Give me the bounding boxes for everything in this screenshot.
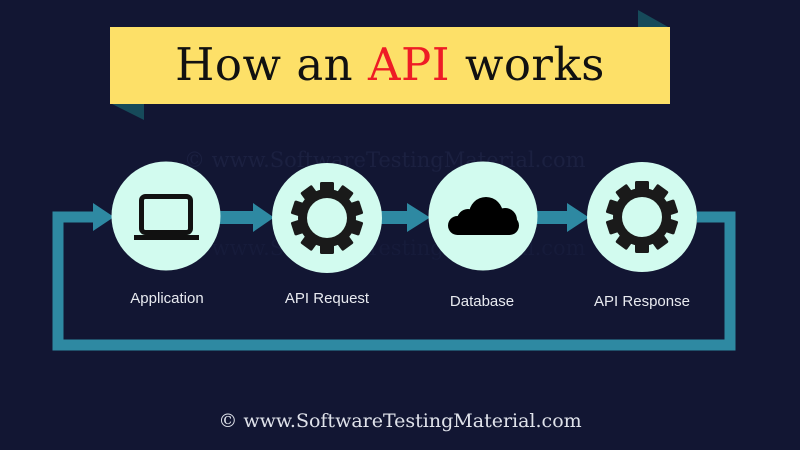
- title-highlight: API: [367, 38, 451, 91]
- title-prefix: How an: [175, 38, 368, 91]
- title-banner: How an API works: [110, 27, 670, 104]
- gear-icon: [605, 181, 679, 253]
- gear-icon: [290, 182, 364, 254]
- node-label-api-response: API Response: [594, 293, 690, 310]
- arrow-head-into-application: [93, 203, 114, 231]
- cloud-icon: [448, 197, 519, 235]
- node-label-api-request: API Request: [284, 290, 370, 307]
- arrow-application-to-request: [218, 203, 274, 232]
- node-label-database: Database: [449, 293, 515, 310]
- node-application: [111, 161, 221, 271]
- node-api-request: [272, 163, 382, 273]
- node-database: [428, 161, 538, 271]
- arrow-database-to-response: [534, 203, 589, 232]
- node-api-response: [587, 162, 697, 272]
- node-label-application: Application: [130, 290, 204, 307]
- footer-credit: © www.SoftwareTestingMaterial.com: [218, 410, 582, 432]
- title-suffix: works: [450, 38, 605, 91]
- laptop-icon: [134, 194, 199, 240]
- arrow-request-to-database: [379, 203, 430, 232]
- loop-back-connector: [52, 211, 736, 351]
- watermark-text: © www.SoftwareTestingMaterial.com: [184, 148, 586, 172]
- page-title: How an API works: [175, 42, 605, 87]
- banner-fold-left: [110, 103, 144, 120]
- banner-fold-right: [638, 10, 670, 28]
